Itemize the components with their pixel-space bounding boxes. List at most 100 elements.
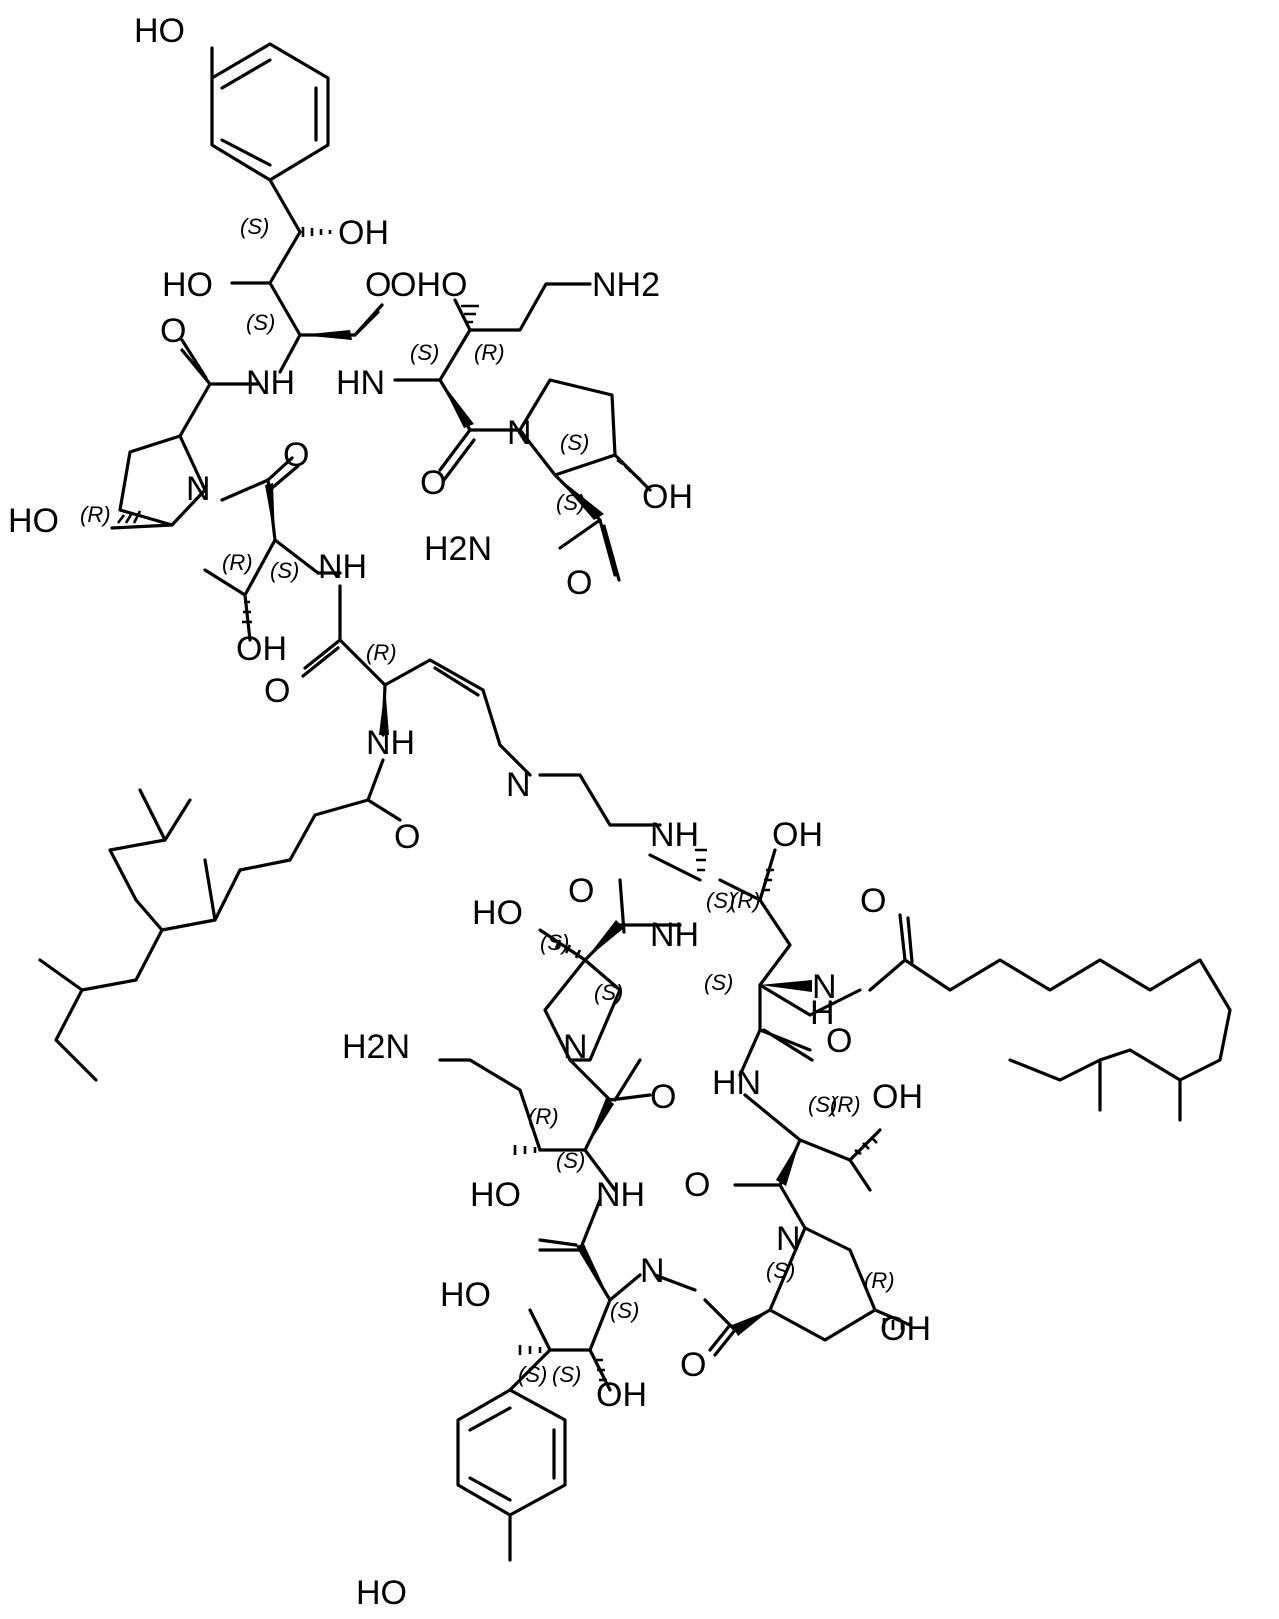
stereo-label: (R) [730,888,761,913]
atom-label: H2N [424,530,492,568]
atom-label: HN [336,364,385,402]
atom-label: OH [642,478,693,516]
stereo-label: (S) [540,930,569,955]
stereo-label: (S) [808,1092,837,1117]
atom-label: N [812,968,837,1006]
stereo-label: (S) [706,888,735,913]
atom-label: OHO [390,266,467,304]
atom-label: O [283,436,309,474]
stereo-label: (S) [410,340,439,365]
wedge-bond [265,483,275,540]
bond [648,848,862,1062]
atom-label: O [420,464,446,502]
bond [118,333,302,527]
hash-bond [301,227,332,237]
hash-bond [854,1136,878,1156]
stereo-label: (S) [270,558,299,583]
atom-label: N [640,1252,665,1290]
stereo-label: (S) [246,310,275,335]
stereo-label: (R) [830,1092,861,1117]
atom-label: HN [712,1064,761,1102]
wedge-bond [585,1098,614,1150]
wedges [265,330,812,1336]
atom-label: NH [318,548,367,586]
stereo-descriptors: (S) (S) (S) (R) (S) (R) (S) (R) (S) (R) … [80,214,895,1387]
atom-label: N [776,1220,801,1258]
atom-label: HO [472,894,523,932]
stereo-label: (S) [594,980,623,1005]
atom-labels: HO OH HO O OHO NH2 O NH HN N HO N O O OH… [8,12,931,1612]
atom-label: O [680,1346,706,1384]
wedge-bond [555,475,604,520]
stereo-label: (S) [556,490,585,515]
atom-label: NH [650,816,699,854]
stereo-label: (R) [80,502,111,527]
hash-bond [554,939,582,959]
wedge-bond [760,980,812,992]
bond [518,378,652,582]
atom-label: O [684,1166,710,1204]
wedge-bond [379,685,389,735]
hash-bond [513,1145,537,1155]
atom-label: HO [134,12,185,50]
stereo-label: (S) [560,430,589,455]
atom-label: NH [650,916,699,954]
atom-label: NH [596,1176,645,1214]
wedge-bond [732,1310,770,1336]
bond [301,571,532,777]
atom-label: O [650,1078,676,1116]
stereo-label: (R) [528,1104,559,1129]
atom-label: O [826,1022,852,1060]
atom-label: N [563,1028,588,1066]
atom-label: NH2 [592,266,660,304]
stereo-label: (S) [556,1148,585,1173]
atom-label: O [365,266,391,304]
atom-label: O [860,882,886,920]
hash-bond [518,1345,542,1355]
hash-bond [595,1358,607,1382]
hash-bond [461,304,479,324]
bond [110,456,300,530]
hash-bond [882,1318,904,1330]
bond [38,683,402,1082]
stereo-label: (S) [518,1362,547,1387]
wedge-bond [440,380,474,428]
bond [538,773,662,827]
atom-label: HO [440,1276,491,1314]
atom-label: O [568,872,594,910]
bond [868,913,1232,1122]
hash-bond [762,868,774,892]
stereo-label: (S) [704,970,733,995]
hash-bond [695,848,707,872]
stereo-label: (S) [610,1298,639,1323]
stereo-label: (R) [366,640,397,665]
atom-label: HO [8,502,59,540]
bond [210,42,330,182]
atom-label: NH [246,364,295,402]
wedge-bond [585,920,624,960]
bond [456,1388,567,1562]
stereo-label: (S) [766,1258,795,1283]
atom-label: OH [338,214,389,252]
stereo-label: (S) [240,214,269,239]
atom-label: NH [366,724,415,762]
atom-label: HO [162,266,213,304]
atom-label: O [566,564,592,602]
stereo-label: (R) [474,340,505,365]
bond [438,1058,542,1152]
hash-bond [116,510,142,524]
stereo-label: (R) [222,550,253,575]
bond [733,1028,882,1230]
hash-bonds [116,227,904,1382]
hash-bond [242,600,252,624]
atom-label: HO [470,1176,521,1214]
atom-label: OH [596,1376,647,1414]
atom-label: H [810,994,835,1032]
atom-label: O [264,672,290,710]
atom-label: N [506,766,531,804]
stereo-label: (R) [864,1268,895,1293]
atom-label: N [186,470,211,508]
stereo-label: (S) [552,1362,581,1387]
atom-label: H2N [342,1028,410,1066]
